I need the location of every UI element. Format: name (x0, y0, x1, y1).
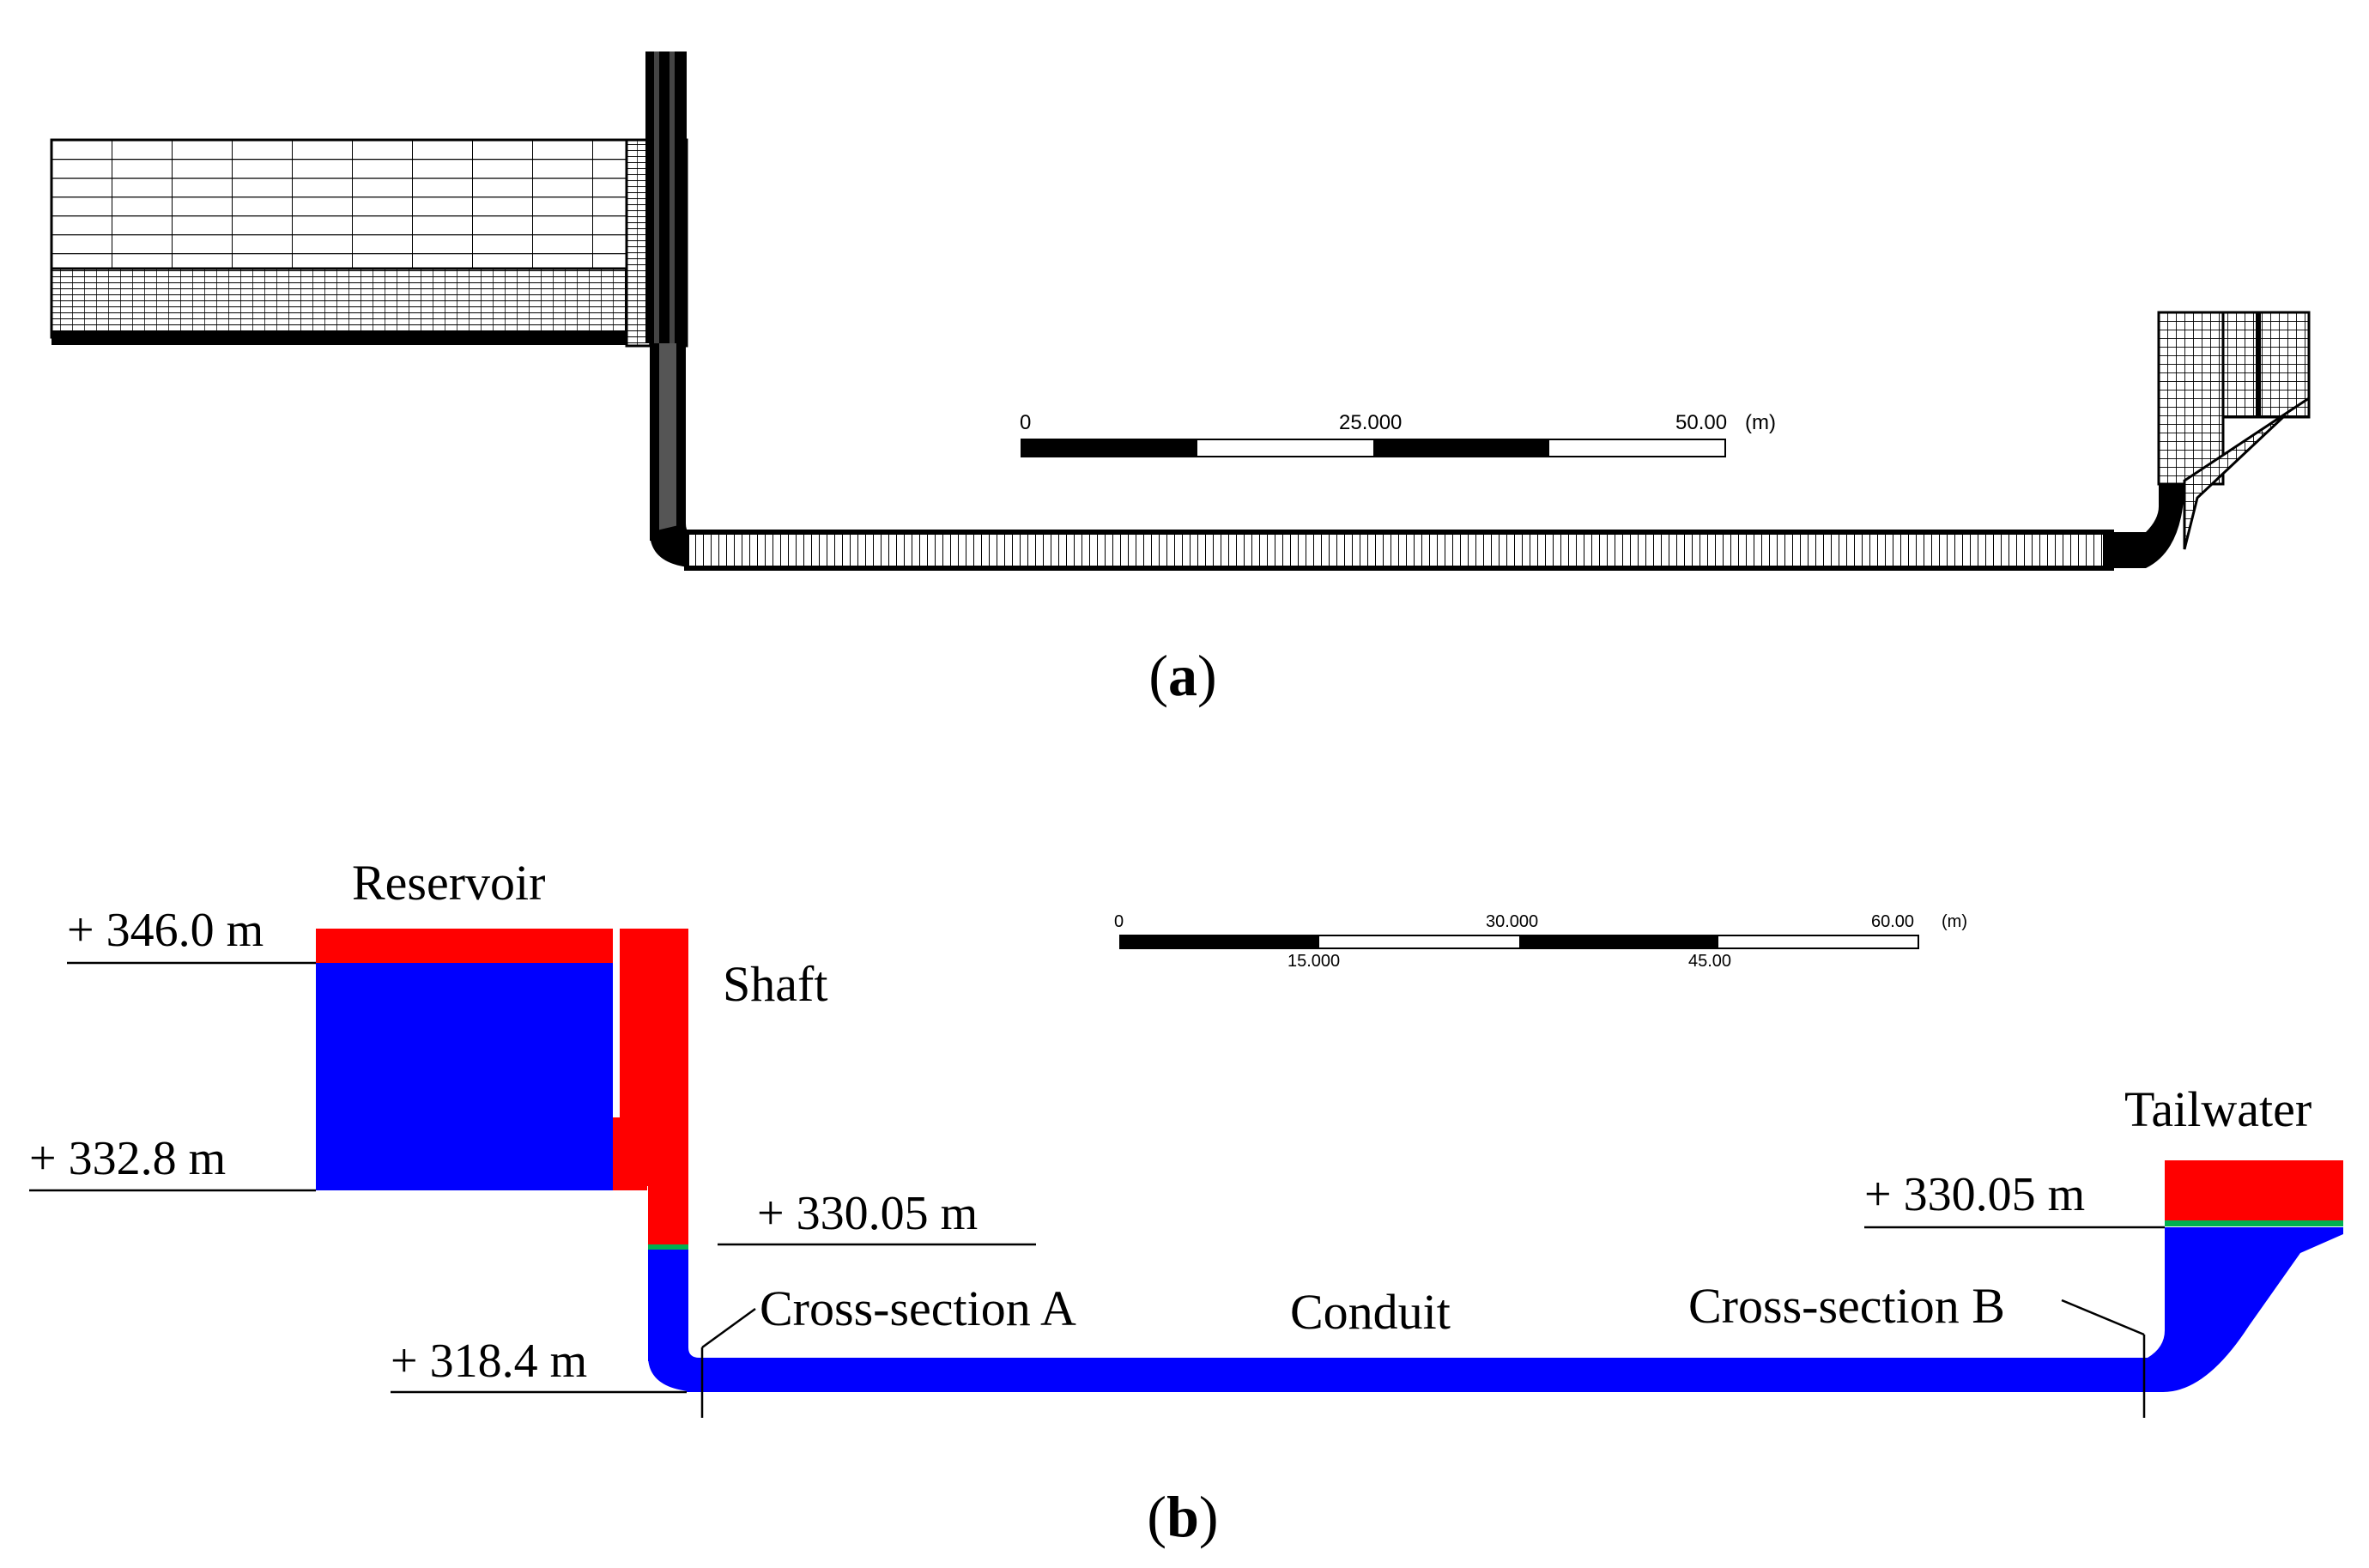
tailwater-mesh (2157, 311, 2225, 486)
reservoir-refined-band (50, 267, 688, 339)
shaft-water (648, 1250, 688, 1361)
scale-b-tick-30: 30.000 (1486, 912, 1538, 931)
scale-b-unit: (m) (1942, 912, 1967, 931)
scale-b-tick-0: 0 (1114, 912, 1124, 931)
reservoir-mesh (50, 138, 637, 270)
scale-b-tick-60: 60.00 (1871, 912, 1914, 931)
tail-bend-mesh (2103, 481, 2184, 568)
shaft-air (633, 929, 688, 1186)
elevation-reservoir-surface: + 346.0 m (67, 904, 264, 957)
conduit-label: Conduit (1290, 1284, 1451, 1340)
shaft-label: Shaft (723, 956, 827, 1012)
cross-section-a-label: Cross-section A (760, 1280, 1076, 1336)
scale-b-tick-45: 45.00 (1688, 952, 1731, 971)
elevation-leaders (29, 961, 2165, 1418)
elevation-conduit-invert: + 318.4 m (391, 1335, 587, 1388)
reservoir-label: Reservoir (352, 855, 546, 911)
conduit-mesh (684, 530, 2114, 571)
conduit-water (687, 1358, 2163, 1392)
tailwater-interface (2165, 1220, 2343, 1226)
panel-b-labels: Reservoir Shaft Tailwater Conduit Cross-… (29, 855, 2311, 1388)
scale-bar-a: 0 25.000 50.00 (m) (1020, 411, 1776, 457)
shaft-interface (648, 1244, 688, 1250)
gate-slot-mesh (645, 51, 687, 343)
panel-b-flow (316, 929, 2343, 1392)
scale-a-tick-0: 0 (1020, 411, 1031, 434)
panel-a-label: (a) (1148, 643, 1216, 708)
gate-air-upper (620, 929, 633, 1117)
panel-a-mesh (50, 51, 2311, 571)
panel-b-label: (b) (1147, 1484, 1218, 1549)
elevation-shaft-level: + 330.05 m (757, 1187, 978, 1240)
cross-section-b-label: Cross-section B (1688, 1278, 2005, 1334)
scale-a-tick-50: 50.00 (1675, 411, 1727, 434)
tailwater-air (2165, 1160, 2343, 1222)
tail-bend-water (2137, 1227, 2343, 1392)
shaft-air-lower (648, 1186, 688, 1246)
reservoir-water (316, 963, 613, 1190)
scale-a-unit: (m) (1745, 411, 1776, 434)
elevation-reservoir-bottom: + 332.8 m (29, 1132, 226, 1185)
reservoir-air (316, 929, 613, 963)
elevation-tailwater-level: + 330.05 m (1864, 1168, 2085, 1221)
reservoir-bottom-edge (52, 331, 687, 345)
scale-b-tick-15: 15.000 (1288, 952, 1340, 971)
scale-a-tick-25: 25.000 (1339, 411, 1402, 434)
tailwater-label: Tailwater (2124, 1081, 2311, 1137)
scale-bar-b: 0 30.000 60.00 (m) 15.000 45.00 (1114, 912, 1967, 971)
